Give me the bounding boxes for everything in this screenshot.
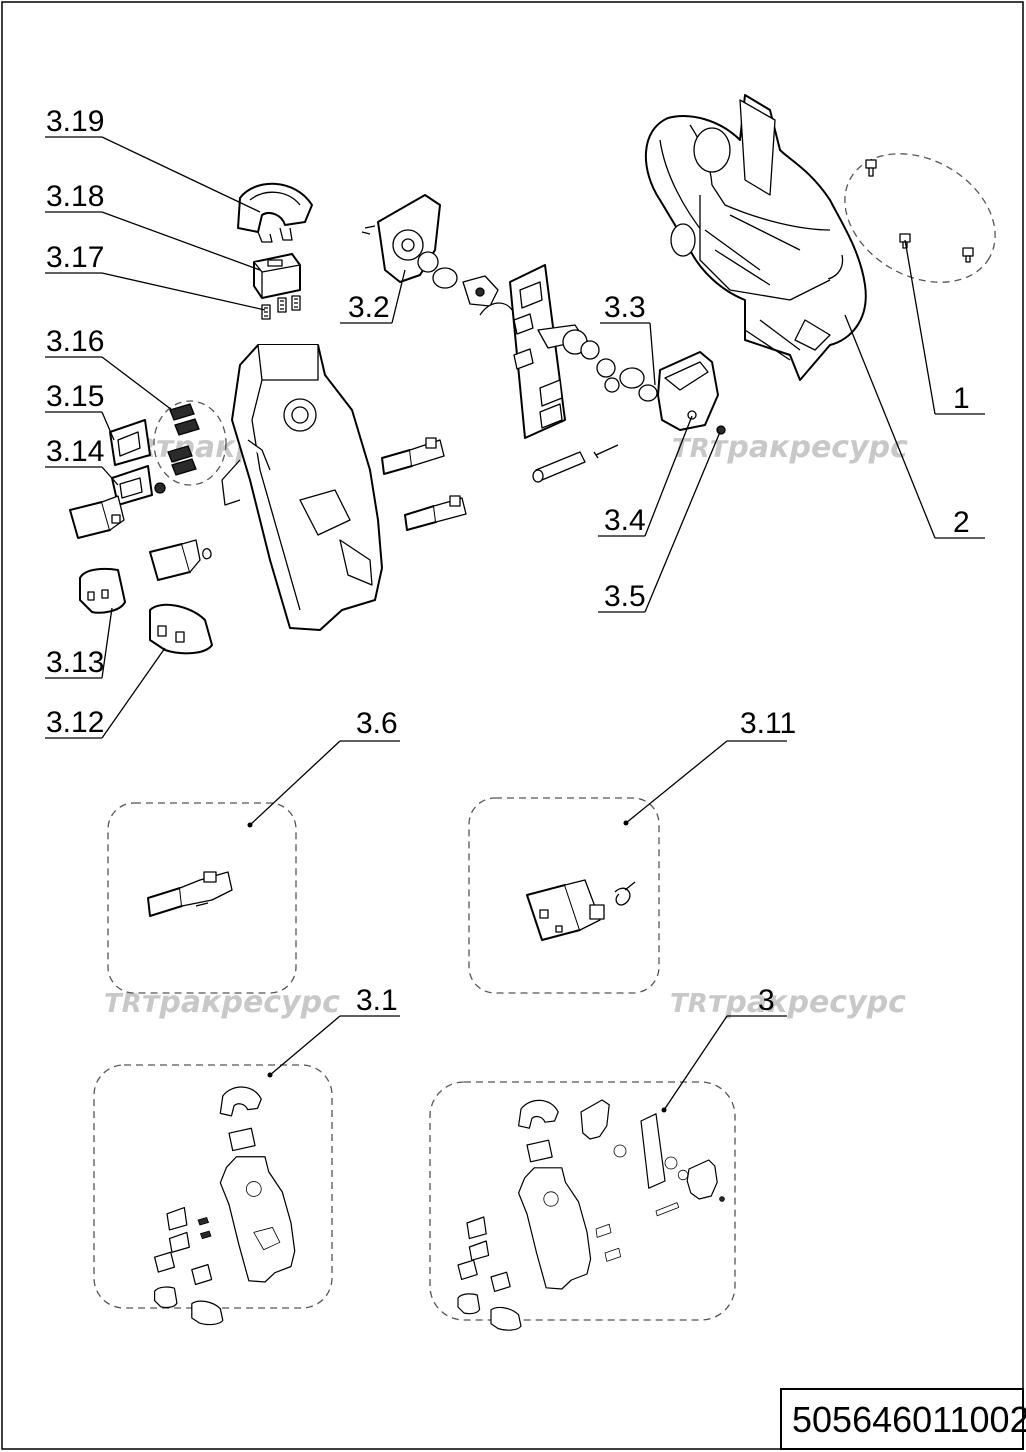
part-3-12-button (149, 603, 213, 655)
callout-label: 3.16 (46, 325, 104, 358)
callout-2: 2 (844, 314, 985, 539)
callout-3-16: 3.16 (45, 325, 173, 411)
detail-3-6-outline (107, 802, 297, 994)
watermark-logo: TR (670, 989, 708, 1019)
callout-label: 3.2 (348, 291, 390, 324)
callout-1: 1 (904, 239, 985, 415)
small-bracket-2 (149, 539, 212, 581)
callout-label: 3.13 (46, 646, 104, 679)
callout-label: 3.4 (604, 504, 646, 537)
springs-outline (153, 400, 227, 486)
small-bracket-1 (69, 495, 125, 539)
part-3-15-switch (109, 419, 151, 466)
callout-3-11: 3.11 (623, 707, 796, 826)
callout-3-17: 3.17 (45, 241, 266, 311)
part-3-17-springs (261, 295, 301, 320)
detail-3-11 (468, 797, 660, 994)
callout-3-15: 3.15 (45, 380, 115, 441)
handle-housing (644, 94, 867, 381)
drawing-number: 505646011002 (792, 1399, 1026, 1440)
callout-label: 3.17 (46, 241, 104, 274)
detail-3-6 (107, 802, 297, 994)
callout-3-14: 3.14 (45, 435, 119, 486)
screw-1 (865, 159, 877, 177)
watermark-logo: TR (104, 989, 142, 1019)
part-3-19-cap (237, 182, 313, 243)
knob-cap (657, 351, 726, 435)
callout-label: 3.5 (604, 580, 646, 613)
part-3-13-button (79, 568, 126, 614)
detail-3-outline (429, 1081, 736, 1321)
watermark-logo: TR (672, 434, 710, 464)
watermark-3: TR тракресурс (104, 985, 340, 1020)
callout-label: 3.11 (740, 707, 796, 740)
callout-label: 3.3 (604, 291, 646, 324)
callout-3-4: 3.4 (598, 415, 693, 537)
callout-3-19: 3.19 (45, 105, 261, 213)
callout-3-1: 3.1 (267, 984, 400, 1078)
callout-label: 3.1 (356, 984, 398, 1017)
drawing-number-box: 505646011002 (780, 1388, 1026, 1450)
callout-3-2: 3.2 (340, 269, 406, 324)
connector-2 (404, 495, 467, 531)
watermark-text: тракресурс (708, 985, 906, 1020)
callout-3-6: 3.6 (247, 707, 400, 828)
callout-label: 3 (758, 984, 775, 1017)
connector-1 (381, 437, 445, 475)
callout-label: 3.6 (356, 707, 398, 740)
callout-label: 3.19 (46, 105, 104, 138)
callout-3-18: 3.18 (45, 180, 261, 271)
main-grip (221, 344, 383, 631)
screw-3 (962, 247, 974, 263)
callout-label: 3.18 (46, 180, 104, 213)
detail-3-11-outline (468, 797, 660, 994)
part-3-18-block (253, 253, 301, 299)
part-3-16-springs (153, 400, 227, 486)
callout-3: 3 (661, 984, 787, 1113)
callout-label: 2 (953, 506, 970, 539)
callout-label: 3.15 (46, 380, 104, 413)
callout-label: 3.14 (46, 435, 104, 468)
callout-3-12: 3.12 (45, 647, 166, 739)
detail-3-1-outline (93, 1064, 333, 1309)
watermark-2: TR тракресурс (672, 430, 908, 465)
pcb-assembly (361, 194, 658, 483)
part-3-14-switch (111, 465, 166, 506)
callout-3-13: 3.13 (45, 607, 113, 679)
detail-3 (429, 1081, 736, 1331)
callout-label: 1 (953, 382, 970, 415)
watermark-text: тракресурс (142, 985, 340, 1020)
watermark-4: TR тракресурс (670, 985, 906, 1020)
detail-3-1 (93, 1064, 333, 1326)
screws-outline (844, 153, 996, 283)
watermark-text: тракресурс (710, 430, 908, 465)
callout-3-3: 3.3 (600, 291, 656, 386)
callout-label: 3.12 (46, 706, 104, 739)
callout-3-5: 3.5 (598, 431, 721, 613)
